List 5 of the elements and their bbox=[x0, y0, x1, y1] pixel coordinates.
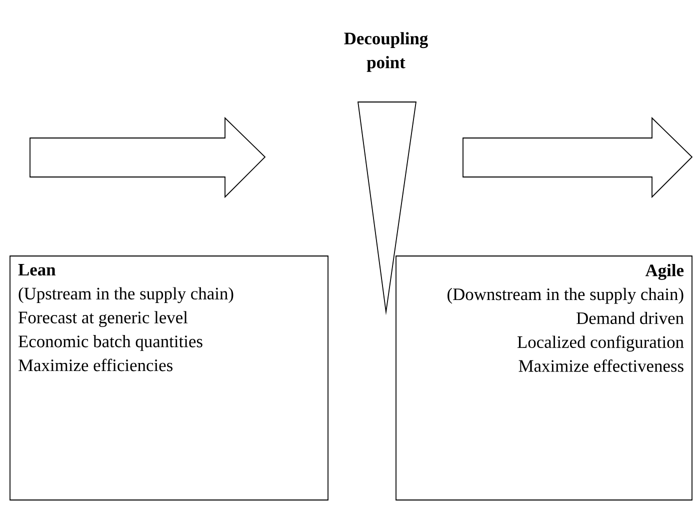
block-arrow bbox=[462, 116, 693, 198]
text-box: Agile (Downstream in the supply chain) Demand driven Localized configuration Maximize effectiveness bbox=[396, 256, 692, 500]
block-arrow bbox=[30, 116, 266, 198]
text-box: Lean (Upstream in the supply chain) Forecast at generic level Economic batch quantities Maximize efficiencies bbox=[10, 256, 328, 500]
heading: Decoupling point bbox=[344, 32, 428, 72]
